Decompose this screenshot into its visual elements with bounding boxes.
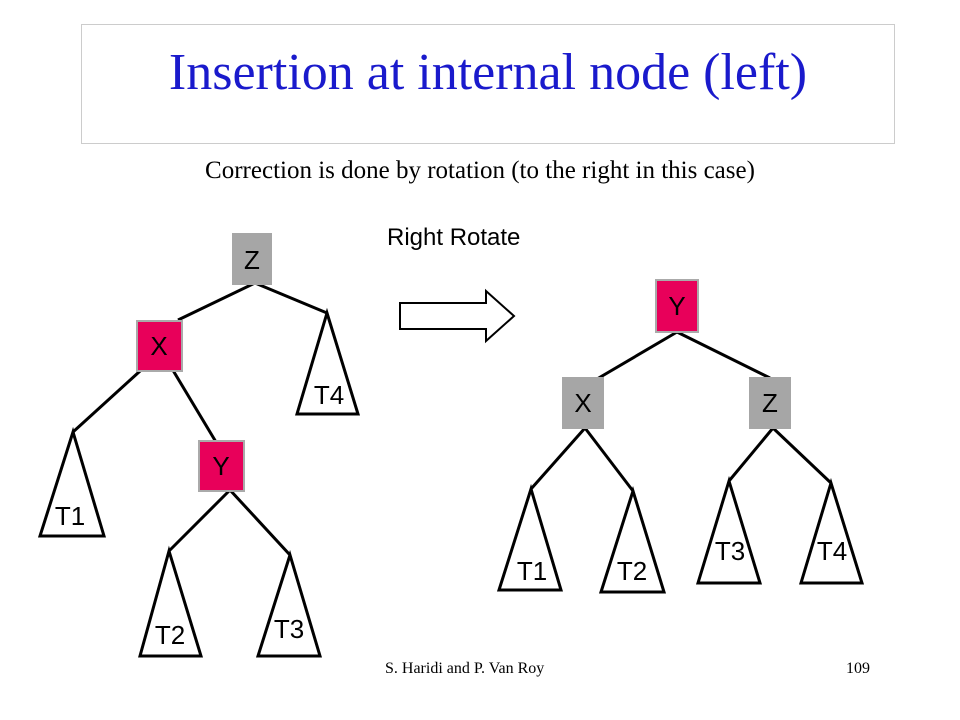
subtree-t1-triangle <box>37 426 107 538</box>
edge-x-y <box>166 361 218 443</box>
node-x <box>562 377 604 429</box>
node-x-label: X <box>574 388 591 418</box>
title-box: Insertion at internal node (left) <box>81 24 895 144</box>
subtree-t2-triangle <box>598 485 667 594</box>
subtree-t3-label: T3 <box>715 536 745 566</box>
edge-y-t2 <box>167 488 232 553</box>
slide-subtitle: Correction is done by rotation (to the r… <box>205 157 755 184</box>
edge-x-t1 <box>71 360 152 434</box>
edge-x-t1 <box>529 427 587 490</box>
subtree-t2-label: T2 <box>155 620 185 650</box>
right-arrow-icon <box>399 288 516 344</box>
edge-y-z <box>676 330 771 380</box>
footer-page-number: 109 <box>846 660 870 677</box>
node-z <box>232 233 272 285</box>
subtree-t1-triangle <box>496 483 564 592</box>
subtree-t3-triangle <box>255 549 323 658</box>
node-y <box>198 440 245 492</box>
subtree-t2-triangle <box>138 545 204 658</box>
subtree-t3-label: T3 <box>274 614 304 644</box>
edge-z-t4 <box>254 281 328 315</box>
edge-z-t3 <box>727 427 775 482</box>
edge-z-x <box>177 281 256 322</box>
subtree-t4-label: T4 <box>314 380 344 410</box>
subtree-t3-triangle <box>695 475 763 585</box>
subtree-t2-label: T2 <box>617 556 647 586</box>
subtree-t1-label: T1 <box>517 556 547 586</box>
node-z-label: Z <box>762 388 778 418</box>
node-y-label: Y <box>668 291 685 321</box>
node-z-label: Z <box>244 245 260 275</box>
before-tree: Z X Y T4 T1 T2 T3 <box>37 233 361 658</box>
edge-y-t3 <box>228 488 292 557</box>
node-y-label: Y <box>212 451 229 481</box>
subtree-t4-triangle <box>294 307 361 416</box>
after-tree: Y X Z T1 T2 T3 T4 <box>496 279 865 594</box>
node-y <box>655 279 699 333</box>
edge-x-t2 <box>583 427 635 492</box>
edge-z-t4 <box>771 426 833 485</box>
node-x-label: X <box>150 331 167 361</box>
rotate-label: Right Rotate <box>387 224 520 251</box>
subtree-t1-label: T1 <box>55 501 85 531</box>
subtree-t4-label: T4 <box>817 536 847 566</box>
footer-author: S. Haridi and P. Van Roy <box>385 660 545 677</box>
edge-y-x <box>596 330 678 381</box>
node-z <box>749 377 791 429</box>
slide-title: Insertion at internal node (left) <box>168 44 808 101</box>
node-x <box>136 320 183 372</box>
subtree-t4-triangle <box>798 477 865 585</box>
